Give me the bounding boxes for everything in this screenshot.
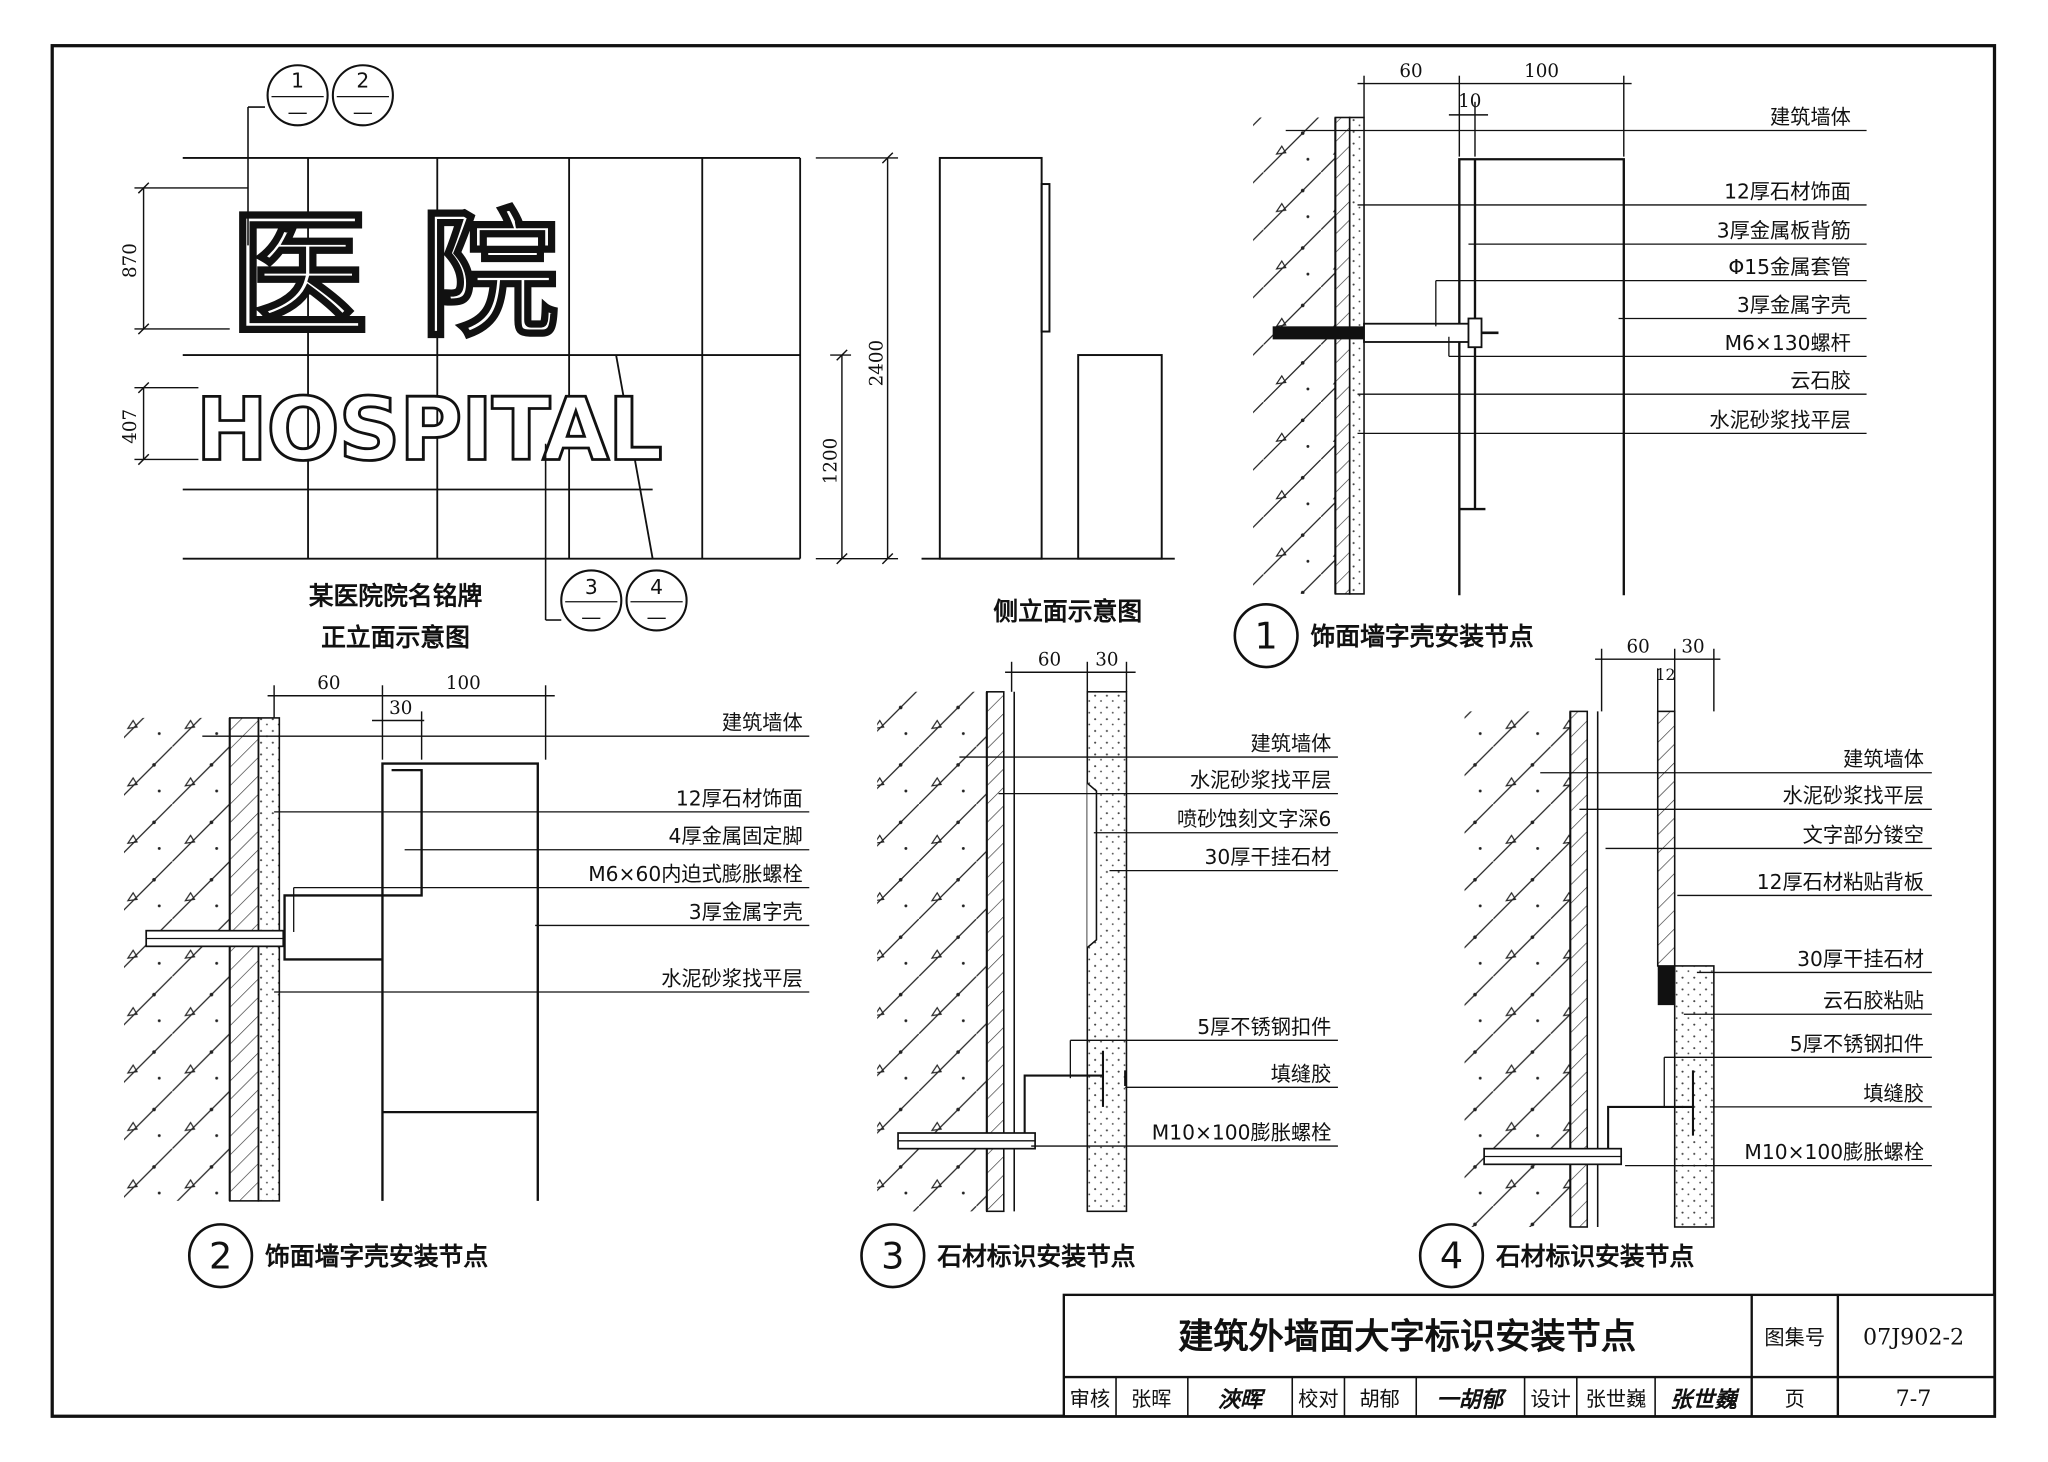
d2-dim-60: 60	[317, 673, 340, 694]
detail-2: 60 100 30 建筑墙体 12厚石材饰面 4厚金属固定脚 M6×60内迫式膨…	[124, 673, 810, 1289]
d1-label-4: 3厚金属字壳	[1737, 293, 1851, 317]
d1-label-5: M6×130螺杆	[1725, 331, 1851, 355]
page-label: 页	[1785, 1387, 1805, 1411]
d3-dim-60: 60	[1038, 650, 1061, 671]
d1-label-7: 水泥砂浆找平层	[1709, 408, 1851, 432]
atlas-number: 07J902-2	[1863, 1324, 1964, 1350]
ref-3-number: 3	[585, 575, 598, 599]
d2-label-0: 建筑墙体	[722, 711, 803, 735]
d3-label-2: 喷砂蚀刻文字深6	[1177, 807, 1331, 831]
d2-dim-100: 100	[446, 673, 481, 694]
d3-label-0: 建筑墙体	[1251, 732, 1332, 756]
reviewer-name: 张晖	[1131, 1387, 1171, 1411]
checker-name: 胡郁	[1359, 1387, 1399, 1411]
d3-title: 石材标识安装节点	[936, 1242, 1136, 1271]
d4-label-7: 填缝胶	[1863, 1081, 1924, 1105]
d4-label-1: 水泥砂浆找平层	[1782, 784, 1924, 808]
d2-label-1: 12厚石材饰面	[676, 786, 803, 810]
dim-2400: 2400	[866, 340, 887, 387]
d4-dim-60: 60	[1627, 637, 1650, 658]
front-elevation-caption-2: 正立面示意图	[321, 623, 470, 652]
side-elevation-caption: 侧立面示意图	[993, 597, 1142, 626]
checker-signature: 一胡郁	[1436, 1387, 1506, 1413]
atlas-number-label: 图集号	[1764, 1325, 1825, 1349]
d2-number: 2	[209, 1235, 232, 1278]
side-elevation: 侧立面示意图	[921, 156, 1175, 626]
d3-label-6: M10×100膨胀螺栓	[1152, 1121, 1332, 1145]
d2-title: 饰面墙字壳安装节点	[265, 1242, 488, 1271]
ref-2-number: 2	[356, 68, 369, 92]
ref-bubble-4[interactable]: 4 —	[625, 569, 688, 632]
design-label: 设计	[1530, 1387, 1570, 1411]
ref-4-number: 4	[650, 575, 663, 599]
sheet-border	[50, 44, 1997, 1418]
d4-label-6: 5厚不锈钢扣件	[1790, 1032, 1924, 1056]
ref-1-number: 1	[291, 68, 304, 92]
d1-number: 1	[1255, 615, 1278, 658]
d2-dim-30: 30	[389, 698, 412, 719]
d1-label-0: 建筑墙体	[1770, 105, 1851, 129]
d1-label-1: 12厚石材饰面	[1724, 179, 1851, 203]
d3-label-3: 30厚干挂石材	[1205, 845, 1332, 869]
review-label: 审核	[1070, 1387, 1110, 1411]
d1-label-6: 云石胶	[1790, 369, 1851, 393]
d3-label-4: 5厚不锈钢扣件	[1197, 1015, 1331, 1039]
detail-4: 60 30 12 建筑墙体 水泥砂浆找平层 文字部分镂空 12厚石材粘贴背板 3…	[1418, 637, 1932, 1289]
d3-label-1: 水泥砂浆找平层	[1190, 768, 1332, 792]
d4-label-5: 云石胶粘贴	[1823, 989, 1924, 1013]
d3-dim-30: 30	[1095, 650, 1118, 671]
ref-1-sub: —	[287, 100, 307, 124]
d4-dim-30: 30	[1681, 637, 1704, 658]
sign-chinese-characters: 医院	[230, 196, 611, 357]
dim-407: 407	[120, 409, 141, 444]
d1-dim-100: 100	[1524, 61, 1559, 82]
check-label: 校对	[1298, 1387, 1338, 1411]
designer-signature: 张世巍	[1670, 1387, 1740, 1413]
d3-label-5: 填缝胶	[1271, 1062, 1332, 1086]
reviewer-signature: 浹晖	[1218, 1387, 1266, 1413]
d4-label-2: 文字部分镂空	[1803, 823, 1924, 847]
ref-bubble-2[interactable]: 2 —	[331, 64, 394, 127]
d1-label-2: 3厚金属板背筋	[1717, 219, 1851, 243]
dim-870: 870	[120, 243, 141, 278]
d2-label-4: 3厚金属字壳	[689, 900, 803, 924]
d4-label-8: M10×100膨胀螺栓	[1744, 1140, 1924, 1164]
d4-title: 石材标识安装节点	[1495, 1242, 1695, 1271]
d2-label-5: 水泥砂浆找平层	[661, 967, 803, 991]
d4-label-0: 建筑墙体	[1843, 747, 1924, 771]
sign-english-text: HOSPITAL	[196, 380, 662, 480]
d1-dim-10: 10	[1458, 91, 1481, 112]
d4-label-3: 12厚石材粘贴背板	[1757, 870, 1924, 894]
d4-number: 4	[1440, 1235, 1463, 1278]
designer-name: 张世巍	[1586, 1387, 1647, 1411]
d1-title: 饰面墙字壳安装节点	[1311, 622, 1534, 651]
ref-2-sub: —	[353, 100, 373, 124]
ref-bubble-1[interactable]: 1 —	[266, 64, 329, 127]
ref-bubble-3[interactable]: 3 —	[560, 569, 623, 632]
ref-4-sub: —	[646, 605, 666, 629]
d2-label-2: 4厚金属固定脚	[669, 824, 803, 848]
front-elevation: 医院 HOSPITAL 1 — 2 —	[120, 64, 899, 652]
ref-3-sub: —	[581, 605, 601, 629]
d3-number: 3	[881, 1235, 904, 1278]
dim-1200: 1200	[821, 438, 842, 485]
detail-3: 60 30 建筑墙体 水泥砂浆找平层 喷砂蚀刻文字深6 30厚干挂石材 5厚不锈…	[860, 650, 1338, 1289]
drawing-title: 建筑外墙面大字标识安装节点	[1178, 1316, 1636, 1357]
front-elevation-caption-1: 某医院院名铭牌	[309, 581, 483, 610]
d4-label-4: 30厚干挂石材	[1797, 947, 1924, 971]
d1-label-3: Φ15金属套管	[1728, 255, 1851, 279]
page-number: 7-7	[1896, 1386, 1932, 1412]
d4-dim-12: 12	[1656, 665, 1676, 684]
detail-1: 60 100 10 建筑墙体 12厚石材饰面 3厚金属板背筋 Φ15金属套管 3…	[1233, 61, 1867, 669]
d2-label-3: M6×60内迫式膨胀螺栓	[588, 862, 803, 886]
d1-dim-60: 60	[1399, 61, 1422, 82]
title-block: 建筑外墙面大字标识安装节点 图集号 07J902-2 审核 张晖 浹晖 校对 胡…	[1062, 1293, 1996, 1418]
